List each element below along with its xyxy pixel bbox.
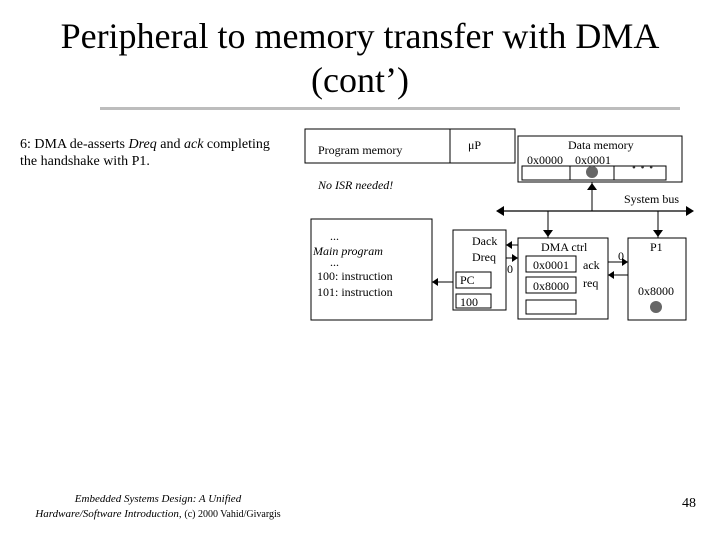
ack-value-zero: 0 xyxy=(618,249,624,263)
title-line-1: Peripheral to memory transfer with DMA xyxy=(60,16,660,56)
step-text-b: and xyxy=(156,137,184,152)
title-line-2: (cont’) xyxy=(311,60,409,100)
data-memory-port xyxy=(586,166,598,178)
p1-port xyxy=(650,301,662,313)
page-number: 48 xyxy=(682,496,696,511)
data-memory-label: Data memory xyxy=(568,138,634,152)
step-text-c: completing the handshake with P1. xyxy=(20,137,270,169)
main-program-label: Main program xyxy=(313,244,383,258)
step-description: 6: DMA de-asserts Dreq and ack completin… xyxy=(20,136,290,170)
pc-value: 100 xyxy=(460,295,478,309)
footer-line-1: Embedded Systems Design: A Unified xyxy=(74,493,242,505)
up-label: μP xyxy=(468,138,482,152)
program-ellipsis-2: ... xyxy=(330,255,339,269)
p1-label: P1 xyxy=(650,240,663,254)
footer-citation: Embedded Systems Design: A Unified Hardw… xyxy=(18,492,298,522)
addr-0001: 0x0001 xyxy=(575,153,611,167)
dma-reg1-box xyxy=(525,255,577,273)
program-ellipsis-1: ... xyxy=(330,229,339,243)
dma-req-label: req xyxy=(583,276,599,290)
p1-register-value: 0x8000 xyxy=(638,284,674,298)
addr-0000: 0x0000 xyxy=(527,153,563,167)
data-memory-dots: • • • xyxy=(632,162,655,174)
title-divider xyxy=(100,107,680,110)
instruction-101: 101: instruction xyxy=(317,285,393,299)
dma-reg3-box xyxy=(525,299,577,315)
dma-ack-label: ack xyxy=(583,258,600,272)
dreq-value-zero: 0 xyxy=(507,262,513,276)
dma-reg2-value: 0x8000 xyxy=(533,279,569,293)
slide-title: Peripheral to memory transfer with DMA (… xyxy=(0,14,720,102)
no-isr-label: No ISR needed! xyxy=(318,178,394,192)
step-dreq: Dreq xyxy=(128,137,157,152)
dreq-label: Dreq xyxy=(472,250,496,264)
step-text-a: DMA de-asserts xyxy=(30,137,129,152)
dma-ctrl-label: DMA ctrl xyxy=(541,240,588,254)
pc-label: PC xyxy=(460,273,475,287)
program-memory-box xyxy=(310,218,433,321)
dma-reg2-box xyxy=(525,276,577,294)
top-box xyxy=(304,128,516,164)
pc-register xyxy=(455,271,492,289)
step-number: 6: xyxy=(20,137,31,152)
dack-label: Dack xyxy=(472,234,498,248)
instruction-100: 100: instruction xyxy=(317,269,393,283)
pc-value-box xyxy=(455,293,492,309)
dma-reg1-value: 0x0001 xyxy=(533,258,569,272)
system-bus-label: System bus xyxy=(624,192,680,206)
program-memory-label: Program memory xyxy=(318,143,403,157)
step-ack: ack xyxy=(183,137,204,152)
footer-line-2: Hardware/Software Introduction, xyxy=(35,508,182,520)
footer-copyright: (c) 2000 Vahid/Givargis xyxy=(184,509,281,520)
